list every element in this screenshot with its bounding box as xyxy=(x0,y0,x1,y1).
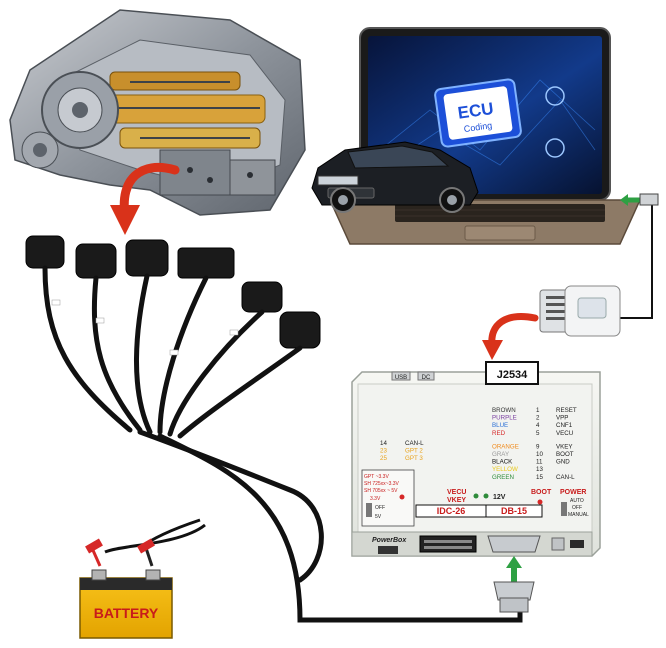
power-label: POWER xyxy=(560,489,586,496)
pin-function-label: CNF1 xyxy=(556,422,573,429)
pin-number-label: 9 xyxy=(536,443,540,450)
j2534-connector xyxy=(485,361,539,385)
pin-number-label: 2 xyxy=(536,415,540,422)
usb-port xyxy=(391,371,411,381)
vecu-led xyxy=(473,493,479,499)
transmission-gearbox-image xyxy=(9,9,306,216)
pin-function-label: VKEY xyxy=(556,443,573,450)
wiring-harness-image xyxy=(25,235,523,623)
left-pin-number-label: 23 xyxy=(380,448,387,455)
pin-number-label: 4 xyxy=(536,422,540,429)
pin-number-label: 5 xyxy=(536,430,540,437)
db15-adapter-image xyxy=(493,581,535,613)
vkey-label: VKEY xyxy=(447,497,466,504)
pin-number-label: 1 xyxy=(536,407,540,414)
power-off-label: OFF xyxy=(572,505,582,511)
gpt-line-2: SH 725xx~3.3V xyxy=(364,481,400,487)
vecu-label: VECU xyxy=(447,489,466,496)
gpt-voltage-switch[interactable] xyxy=(366,503,372,517)
gpt-switch-5v-label: 5V xyxy=(375,514,382,520)
pin-color-label: BLUE xyxy=(492,422,508,429)
gpt-line-3: SH 705xx ~ 5V xyxy=(364,488,398,494)
dc-port xyxy=(417,371,435,381)
pin-color-label: YELLOW xyxy=(492,466,518,473)
gpt-led xyxy=(399,494,405,500)
boot-led xyxy=(537,499,543,505)
idc-26-port xyxy=(419,535,477,553)
gpt-line-1: GPT ~3.3V xyxy=(364,474,389,480)
pin-function-label: RESET xyxy=(556,407,577,414)
ecu-coding-badge: ECU Coding xyxy=(434,78,522,148)
pin-color-label: BROWN xyxy=(492,407,516,414)
left-pin-function-label: CAN-L xyxy=(405,440,424,447)
screen-circle-icon-1 xyxy=(545,86,565,106)
powerbox-brand: PowerBox xyxy=(372,537,407,544)
left-pin-table: 14 CAN-L 23 GPT 2 25 GPT 3 xyxy=(380,440,424,462)
pin-function-label: CAN-L xyxy=(556,474,575,481)
pin-color-label: ORANGE xyxy=(492,443,519,450)
green-arrow-to-laptop-icon xyxy=(620,193,659,206)
v12-label: 12V xyxy=(493,494,506,501)
dc-port-label: DC xyxy=(422,375,431,381)
j2534-label: J2534 xyxy=(497,369,528,381)
pin-function-label: VPP xyxy=(556,415,568,422)
j2534-dongle-image xyxy=(539,285,621,337)
usb-port-label: USB xyxy=(395,375,407,381)
power-auto-label: AUTO xyxy=(570,498,584,504)
left-pin-function-label: GPT 2 xyxy=(405,448,423,455)
pin-function-label: BOOT xyxy=(556,451,574,458)
ecu-badge-subtitle: Coding xyxy=(463,120,493,134)
green-arrow-to-db15-icon xyxy=(506,556,522,584)
idc-26-label: IDC-26 xyxy=(437,506,466,516)
power-manual-label: MANUAL xyxy=(568,512,589,518)
ecu-badge-title: ECU xyxy=(457,99,495,123)
pin-number-label: 10 xyxy=(536,451,543,458)
db-15-label: DB-15 xyxy=(501,506,527,516)
pin-function-label: VECU xyxy=(556,430,573,437)
pin-number-label: 15 xyxy=(536,474,543,481)
vkey-led xyxy=(483,493,489,499)
arrow-dongle-to-powerbox-icon xyxy=(482,313,539,360)
battery-image: BATTERY xyxy=(79,538,173,639)
battery-label: BATTERY xyxy=(94,605,159,621)
pin-number-label: 13 xyxy=(536,466,543,473)
left-pin-number-label: 25 xyxy=(380,455,387,462)
pin-color-label: PURPLE xyxy=(492,415,517,422)
pin-color-label: RED xyxy=(492,430,506,437)
power-mode-switch[interactable] xyxy=(561,502,567,516)
pin-color-label: BLACK xyxy=(492,459,513,466)
laptop-image: ECU Coding xyxy=(328,27,642,245)
front-button[interactable] xyxy=(551,537,565,551)
pin-function-label: GND xyxy=(556,459,570,466)
pin-color-label: GRAY xyxy=(492,451,509,458)
arrow-gearbox-to-harness-icon xyxy=(110,162,180,235)
left-pin-number-label: 14 xyxy=(380,440,387,447)
left-pin-function-label: GPT 3 xyxy=(405,455,423,462)
boot-label: BOOT xyxy=(531,489,552,496)
gpt-switch-3v3-label: 3.3V xyxy=(370,496,381,502)
screen-circle-icon-2 xyxy=(545,138,565,158)
pin-number-label: 11 xyxy=(536,459,543,466)
car-image xyxy=(311,141,479,213)
db-15-port xyxy=(487,535,541,553)
pin-color-label: GREEN xyxy=(492,474,514,481)
gpt-switch-off-label: OFF xyxy=(375,505,385,511)
